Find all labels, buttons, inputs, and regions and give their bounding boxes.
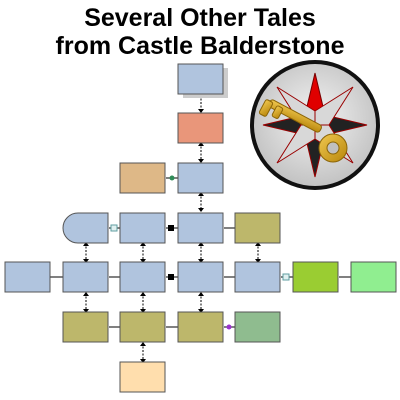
room-tan[interactable] — [119, 162, 166, 194]
title-line-2: from Castle Balderstone — [55, 32, 345, 60]
door-teal-1 — [110, 224, 118, 232]
room-row5-b[interactable] — [62, 261, 109, 293]
title-line-1: Several Other Tales — [84, 4, 316, 32]
room-lime[interactable] — [292, 261, 339, 293]
map-title: Several Other Tales from Castle Balderst… — [0, 4, 400, 60]
door-black-2 — [168, 274, 174, 280]
room-salmon[interactable] — [177, 112, 224, 144]
arrowheads — [83, 94, 261, 363]
room-row5-e[interactable] — [234, 261, 281, 293]
room-lightgreen[interactable] — [350, 261, 397, 293]
room-row6-olive-b[interactable] — [119, 311, 166, 343]
door-teal-2 — [282, 273, 290, 281]
room-cream[interactable] — [119, 361, 166, 393]
room-row4-olive[interactable] — [234, 212, 281, 244]
room-top[interactable] — [177, 63, 224, 95]
room-row5-a[interactable] — [4, 261, 51, 293]
room-row6-olive-c[interactable] — [177, 311, 224, 343]
room-row4-c[interactable] — [177, 212, 224, 244]
room-row5-d[interactable] — [177, 261, 224, 293]
connector-green-dot — [169, 175, 175, 181]
golden-key-icon — [258, 99, 348, 163]
room-row6-olive-a[interactable] — [62, 311, 109, 343]
room-row5-c[interactable] — [119, 261, 166, 293]
connector-purple-dot — [226, 324, 232, 330]
room-upper-center[interactable] — [177, 162, 224, 194]
room-arched[interactable] — [62, 212, 109, 244]
room-row4-b[interactable] — [119, 212, 166, 244]
room-sage[interactable] — [234, 311, 281, 343]
door-black-1 — [168, 225, 174, 231]
compass-logo — [250, 60, 380, 190]
